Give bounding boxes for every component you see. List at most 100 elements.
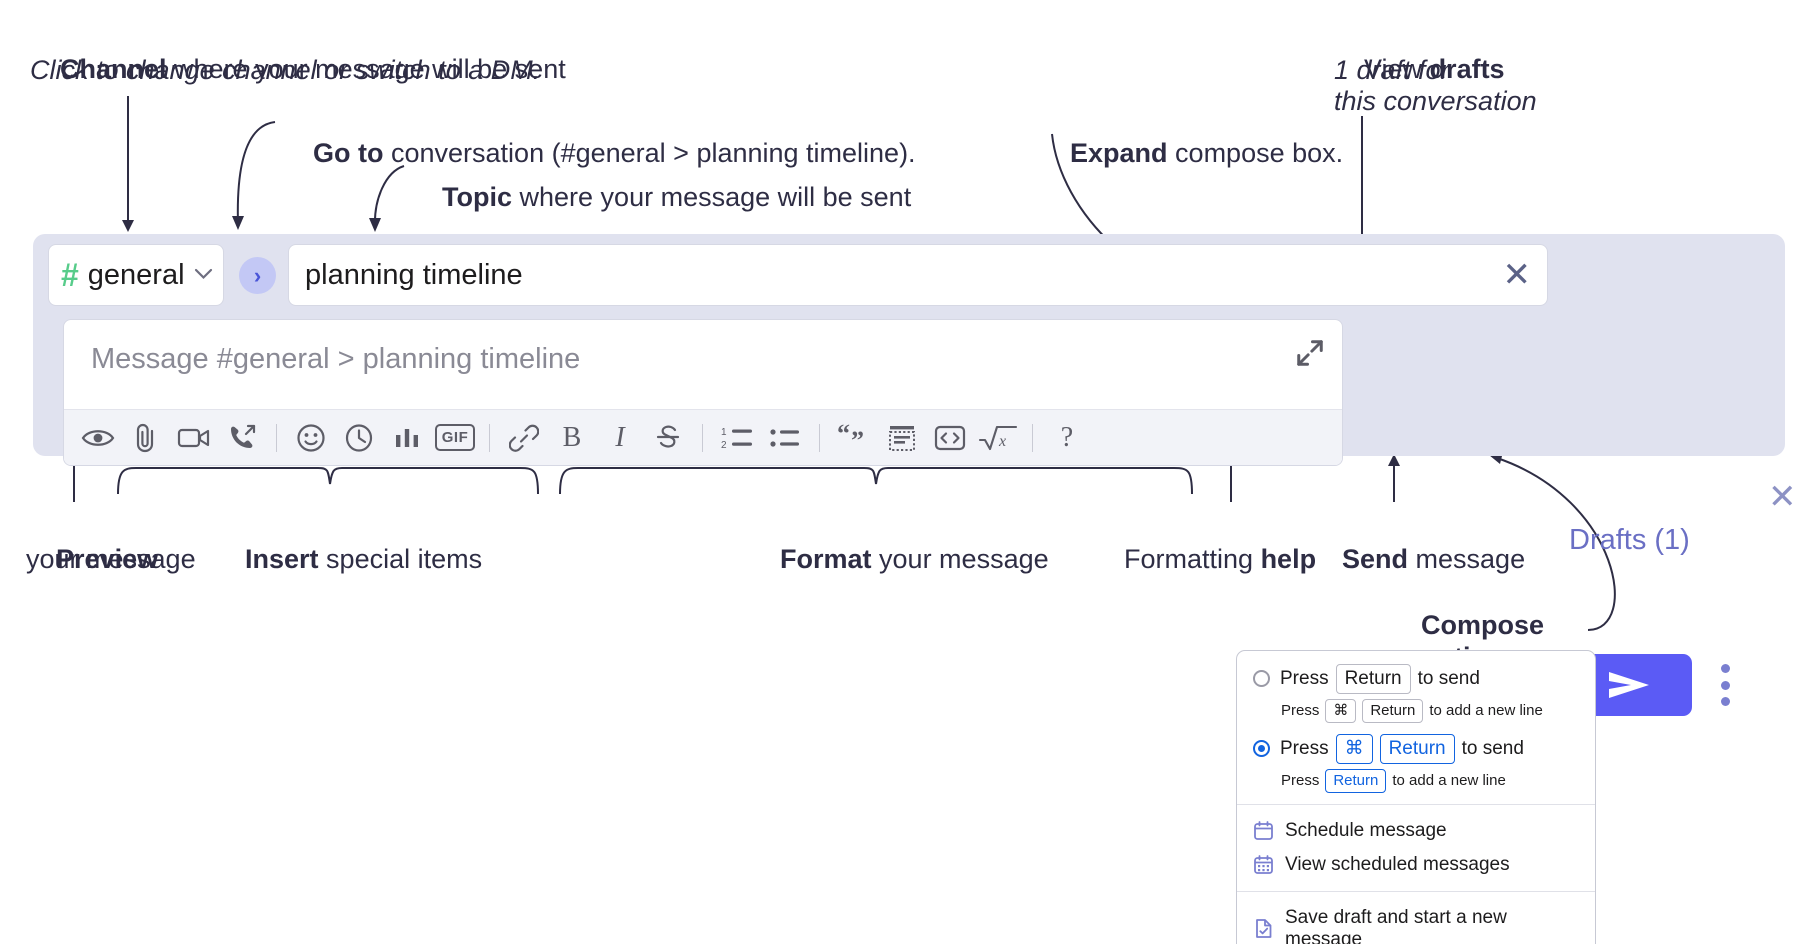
compose-options-menu: Press Return to send Press ⌘ Return to a… xyxy=(1236,650,1596,944)
menu-item-view-scheduled-label: View scheduled messages xyxy=(1285,853,1510,875)
calendar-icon xyxy=(1253,820,1274,841)
opt1-pre: Press xyxy=(1280,667,1329,689)
annotation-topic-bold: Topic xyxy=(442,181,513,212)
annotation-insert-rest: special items xyxy=(318,543,483,574)
svg-text:x: x xyxy=(998,433,1006,450)
annotation-preview-sub: your message xyxy=(26,544,196,574)
menu-divider xyxy=(1237,803,1595,805)
blockquote-icon[interactable]: “ ” xyxy=(830,416,878,460)
annotation-drafts-pre: View xyxy=(1364,53,1430,84)
chevron-down-icon xyxy=(194,264,213,286)
annotation-preview-bold: Preview xyxy=(56,543,159,574)
toolbar-divider xyxy=(702,423,703,452)
annotation-send-bold: Send xyxy=(1342,543,1409,574)
hash-icon: # xyxy=(61,257,79,293)
close-icon[interactable]: ✕ xyxy=(1768,478,1797,516)
link-icon[interactable] xyxy=(500,416,548,460)
annotation-preview: Preview xyxy=(26,512,158,608)
latex-icon[interactable]: x xyxy=(974,416,1022,460)
send-option-return[interactable]: Press Return to send xyxy=(1237,661,1595,697)
send-option-return-label: Press Return to send xyxy=(1280,664,1480,694)
annotation-channel-rest: where your message will be sent xyxy=(166,53,566,84)
gif-label: GIF xyxy=(434,424,476,451)
menu-item-view-scheduled[interactable]: View scheduled messages xyxy=(1237,848,1595,882)
annotation-send-rest: message xyxy=(1408,543,1526,574)
svg-text:2: 2 xyxy=(721,440,727,451)
radio-return[interactable] xyxy=(1253,670,1270,688)
topic-value: planning timeline xyxy=(305,258,523,291)
annotation-channel-bold: Channel xyxy=(60,53,167,84)
opt1-key-return: Return xyxy=(1335,664,1411,694)
annotation-format-bold: Format xyxy=(780,543,872,574)
code-block-icon[interactable] xyxy=(878,416,926,460)
formatting-toolbar: GIF B I xyxy=(64,409,1342,465)
emoji-icon[interactable] xyxy=(287,416,335,460)
compose-header-row: # general › planning timeline ✕ xyxy=(48,244,1548,306)
video-icon[interactable] xyxy=(170,416,218,460)
goto-conversation-button[interactable]: › xyxy=(239,257,276,294)
compose-options-button[interactable] xyxy=(1713,664,1737,706)
toolbar-divider xyxy=(1032,423,1033,452)
menu-divider xyxy=(1237,890,1595,892)
topic-input[interactable]: planning timeline ✕ xyxy=(288,244,1548,306)
toolbar-divider xyxy=(819,423,820,452)
annotation-channel: Channel where your message will be sent xyxy=(30,22,566,118)
annotation-expand-bold: Expand xyxy=(1070,137,1168,168)
opt2-post: to send xyxy=(1461,737,1524,759)
radio-cmd-return[interactable] xyxy=(1253,740,1270,758)
opt2-sub-key-return: Return xyxy=(1325,768,1387,793)
opt2-sub-pre: Press xyxy=(1281,772,1320,790)
toolbar-divider xyxy=(276,423,277,452)
annotation-help: Formatting help xyxy=(1094,512,1316,608)
menu-item-save-draft[interactable]: Save draft and start a new message xyxy=(1237,901,1595,944)
channel-picker[interactable]: # general xyxy=(48,244,224,306)
menu-item-schedule-message[interactable]: Schedule message xyxy=(1237,814,1595,848)
compose-panel: ✕ Drafts (1) # general › xyxy=(33,234,1797,716)
annotation-drafts-sub2: this conversation xyxy=(1334,86,1537,116)
clock-icon[interactable] xyxy=(335,416,383,460)
gif-icon[interactable]: GIF xyxy=(431,416,479,460)
code-icon[interactable] xyxy=(926,416,974,460)
annotation-goto-rest: conversation (#general > planning timeli… xyxy=(383,137,916,168)
kebab-dot-2 xyxy=(1720,680,1730,690)
drafts-link[interactable]: Drafts (1) xyxy=(1569,524,1690,556)
strikethrough-icon[interactable] xyxy=(644,416,692,460)
annotation-drafts-bold: drafts xyxy=(1429,53,1505,84)
kebab-dot-3 xyxy=(1720,697,1730,706)
opt1-sub-key-return: Return xyxy=(1362,698,1424,723)
audio-icon[interactable] xyxy=(218,416,266,460)
toolbar-divider xyxy=(489,423,490,452)
opt1-sub-post: to add a new line xyxy=(1429,702,1543,720)
annotation-channel-sub: Click to change channel or switch to a D… xyxy=(30,55,541,85)
annotation-expand: Expand compose box. xyxy=(1040,106,1343,202)
menu-item-schedule-message-label: Schedule message xyxy=(1285,819,1447,841)
send-option-cmd-return[interactable]: Press ⌘ Return to send xyxy=(1237,731,1595,767)
annotation-format: Format your message xyxy=(750,512,1049,608)
opt1-post: to send xyxy=(1417,667,1480,689)
opt2-key-cmd: ⌘ xyxy=(1335,733,1373,764)
send-option-cmd-return-sub: Press Return to add a new line xyxy=(1237,767,1595,795)
message-compose-box[interactable]: Message #general > planning timeline xyxy=(63,319,1343,466)
annotation-goto: Go to conversation (#general > planning … xyxy=(283,106,916,202)
annotation-insert: Insert special items xyxy=(215,512,482,608)
expand-icon[interactable] xyxy=(1295,338,1325,368)
help-icon[interactable]: ? xyxy=(1043,416,1091,460)
bold-icon[interactable]: B xyxy=(548,416,596,460)
preview-icon[interactable] xyxy=(74,416,122,460)
opt2-pre: Press xyxy=(1280,737,1329,759)
svg-text:”: ” xyxy=(851,426,864,452)
annotation-topic-rest: where your message will be sent xyxy=(512,181,912,212)
annotation-topic: Topic where your message will be sent xyxy=(412,150,911,246)
send-option-cmd-return-label: Press ⌘ Return to send xyxy=(1280,733,1524,764)
poll-icon[interactable] xyxy=(383,416,431,460)
compose-inner: # general › planning timeline ✕ Message … xyxy=(48,244,1548,466)
annotation-expand-rest: compose box. xyxy=(1167,137,1344,168)
clear-topic-icon[interactable]: ✕ xyxy=(1502,256,1532,294)
ordered-list-icon[interactable]: 1 2 xyxy=(713,416,761,460)
send-arrow-icon xyxy=(1609,672,1649,698)
menu-item-save-draft-label: Save draft and start a new message xyxy=(1285,906,1507,944)
italic-icon[interactable]: I xyxy=(596,416,644,460)
opt2-key-return: Return xyxy=(1379,733,1455,764)
bulleted-list-icon[interactable] xyxy=(761,416,809,460)
attachment-icon[interactable] xyxy=(122,416,170,460)
